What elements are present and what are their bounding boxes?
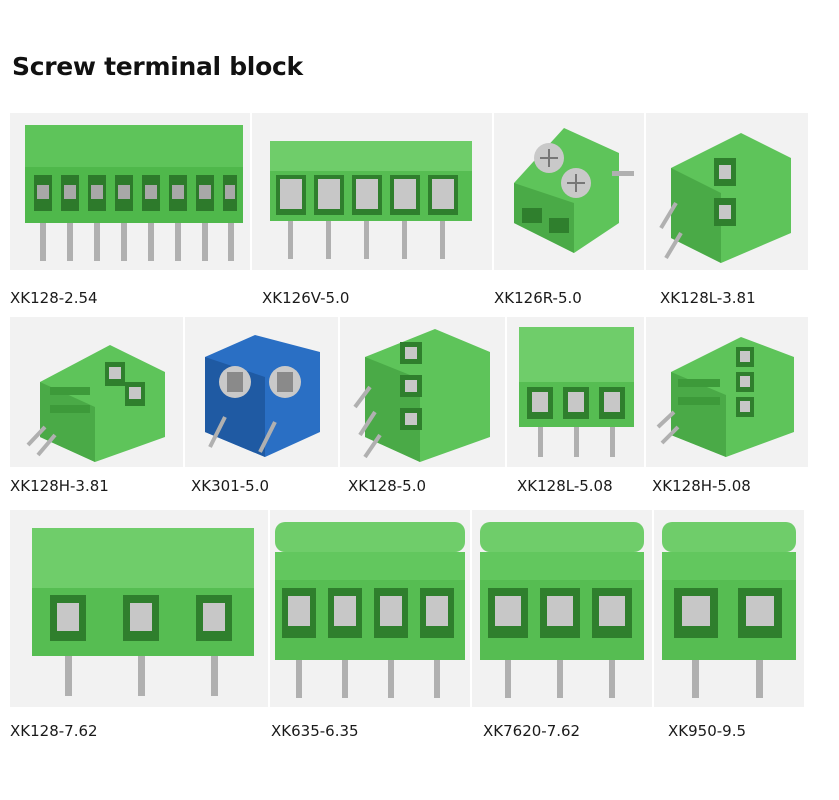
terminal-block-2pin-horizontal-icon xyxy=(26,345,165,462)
terminal-block-4pin-icon xyxy=(275,522,465,698)
product-label: XK128-2.54 xyxy=(10,289,98,307)
terminal-block-3pin-icon xyxy=(519,327,634,457)
product-label: XK128L-5.08 xyxy=(517,477,613,495)
product-label: XK126V-5.0 xyxy=(262,289,350,307)
terminal-block-3pin-large-icon xyxy=(32,528,254,696)
product-photo-xk128-5-0 xyxy=(340,317,505,467)
product-label: XK128L-3.81 xyxy=(660,289,756,307)
terminal-block-2pin-angled-icon xyxy=(659,133,791,263)
terminal-block-5pin-icon xyxy=(270,141,472,259)
product-label: XK950-9.5 xyxy=(668,722,747,740)
product-photo-xk128h-3-81 xyxy=(10,317,183,467)
product-label: XK128-5.0 xyxy=(348,477,427,495)
product-photo-xk128h-5-08 xyxy=(646,317,808,467)
product-label: XK635-6.35 xyxy=(271,722,359,740)
product-photo-xk128l-3-81 xyxy=(646,113,808,270)
product-label: XK126R-5.0 xyxy=(494,289,582,307)
terminal-block-2pin-right-icon xyxy=(514,128,634,253)
product-label: XK7620-7.62 xyxy=(483,722,581,740)
product-photo-xk635-6-35 xyxy=(270,510,470,707)
product-photo-xk301-5-0 xyxy=(185,317,338,467)
terminal-block-3pin-horizontal-icon xyxy=(656,337,794,457)
product-label: XK301-5.0 xyxy=(191,477,270,495)
terminal-block-2pin-large-icon xyxy=(662,522,796,698)
product-photo-xk126r-5-0 xyxy=(494,113,644,270)
product-photo-xk128l-5-08 xyxy=(507,317,644,467)
product-photo-xk128-2-54 xyxy=(10,113,250,270)
product-photo-xk7620-7-62 xyxy=(472,510,652,707)
product-label: XK128H-5.08 xyxy=(652,477,751,495)
terminal-block-2pin-blue-icon xyxy=(205,335,320,457)
terminal-block-8pin-icon xyxy=(25,125,243,261)
product-label: XK128-7.62 xyxy=(10,722,98,740)
product-photo-xk128-7-62 xyxy=(10,510,268,707)
product-photo-xk126v-5-0 xyxy=(252,113,492,270)
product-photo-xk950-9-5 xyxy=(654,510,804,707)
product-label: XK128H-3.81 xyxy=(10,477,109,495)
terminal-block-3pin-angled-icon xyxy=(353,329,490,462)
terminal-block-3pin-large-icon xyxy=(480,522,644,698)
page-title: Screw terminal block xyxy=(12,52,303,81)
